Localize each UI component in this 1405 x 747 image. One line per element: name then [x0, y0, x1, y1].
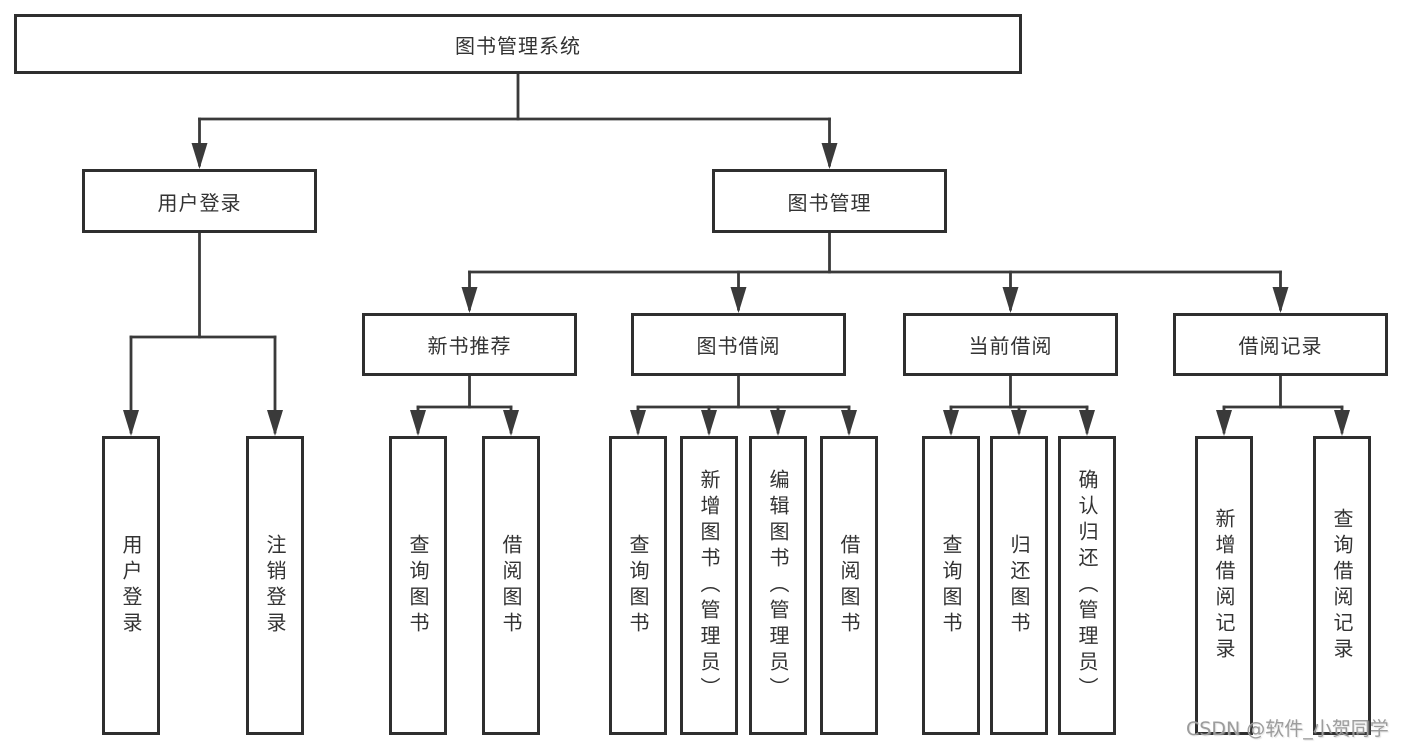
leaf-edit-books-admin: 编辑图书（管理员） — [749, 436, 807, 735]
node-new-book-recommend-label: 新书推荐 — [427, 334, 512, 358]
leaf-query-books-current-label: 查询图书 — [939, 533, 963, 638]
node-borrow-records: 借阅记录 — [1173, 313, 1388, 376]
node-current-borrow: 当前借阅 — [903, 313, 1118, 376]
leaf-borrow-books-label: 借阅图书 — [837, 533, 861, 638]
leaf-logout: 注销登录 — [246, 436, 304, 735]
leaf-query-books-current: 查询图书 — [922, 436, 980, 735]
leaf-query-books-borrow-label: 查询图书 — [626, 533, 650, 638]
node-root: 图书管理系统 — [14, 14, 1022, 74]
leaf-return-books: 归还图书 — [990, 436, 1048, 735]
leaf-logout-label: 注销登录 — [263, 533, 287, 638]
leaf-add-borrow-record: 新增借阅记录 — [1195, 436, 1253, 735]
node-book-management-label: 图书管理 — [787, 190, 872, 215]
leaf-edit-books-admin-label: 编辑图书（管理员） — [766, 468, 790, 703]
leaf-user-login: 用户登录 — [102, 436, 160, 735]
leaf-add-books-admin: 新增图书（管理员） — [680, 436, 738, 735]
leaf-query-books-recommend-label: 查询图书 — [406, 533, 430, 638]
leaf-return-books-label: 归还图书 — [1007, 533, 1031, 638]
leaf-confirm-return-admin-label: 确认归还（管理员） — [1075, 468, 1099, 703]
leaf-user-login-label: 用户登录 — [119, 533, 143, 638]
leaf-add-books-admin-label: 新增图书（管理员） — [697, 468, 721, 703]
leaf-confirm-return-admin: 确认归还（管理员） — [1058, 436, 1116, 735]
leaf-query-books-borrow: 查询图书 — [609, 436, 667, 735]
leaf-query-borrow-record: 查询借阅记录 — [1313, 436, 1371, 735]
node-borrow-records-label: 借阅记录 — [1238, 334, 1323, 358]
node-user-login-label: 用户登录 — [157, 190, 242, 215]
node-book-borrow-label: 图书借阅 — [696, 334, 781, 358]
leaf-query-books-recommend: 查询图书 — [389, 436, 447, 735]
node-user-login: 用户登录 — [82, 169, 317, 233]
node-current-borrow-label: 当前借阅 — [968, 334, 1053, 358]
leaf-query-borrow-record-label: 查询借阅记录 — [1330, 507, 1354, 664]
leaf-borrow-books-recommend-label: 借阅图书 — [499, 533, 523, 638]
node-new-book-recommend: 新书推荐 — [362, 313, 577, 376]
leaf-borrow-books-recommend: 借阅图书 — [482, 436, 540, 735]
node-root-label: 图书管理系统 — [455, 33, 581, 58]
node-book-management: 图书管理 — [712, 169, 947, 233]
leaf-add-borrow-record-label: 新增借阅记录 — [1212, 507, 1236, 664]
leaf-borrow-books: 借阅图书 — [820, 436, 878, 735]
node-book-borrow: 图书借阅 — [631, 313, 846, 376]
watermark: CSDN @软件_小贺同学 — [1186, 718, 1389, 740]
